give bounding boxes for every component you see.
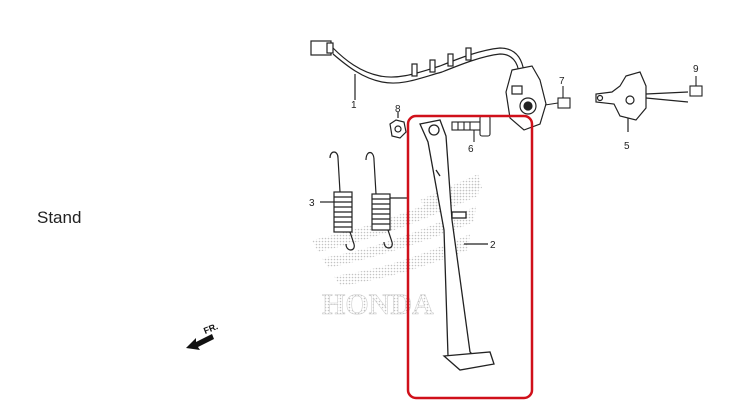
callout-8: 8 [395, 104, 401, 115]
callout-6: 6 [468, 144, 474, 155]
bracket-bolt-part [689, 76, 703, 97]
page-title: Stand [37, 208, 82, 227]
watermark-text: HONDA [322, 288, 434, 321]
callout-9: 9 [693, 64, 699, 75]
pivot-bolt-part [451, 115, 491, 142]
callout-2: 2 [490, 240, 496, 251]
callout-5: 5 [624, 141, 630, 152]
callout-3: 3 [309, 198, 315, 209]
front-direction-label: FR. [202, 321, 219, 336]
front-direction-arrow: FR. [186, 321, 219, 350]
cable-harness-part [310, 40, 547, 131]
highlight-box [406, 114, 534, 400]
callout-7: 7 [559, 76, 565, 87]
switch-bolt-part [544, 86, 571, 109]
honda-wing-watermark: HONDA [312, 174, 482, 321]
callout-1: 1 [351, 100, 357, 111]
spring-right-part [365, 151, 408, 249]
spring-left-part [320, 151, 355, 251]
side-stand-part [419, 119, 495, 371]
nut-part [389, 112, 407, 139]
bracket-part [595, 71, 689, 132]
